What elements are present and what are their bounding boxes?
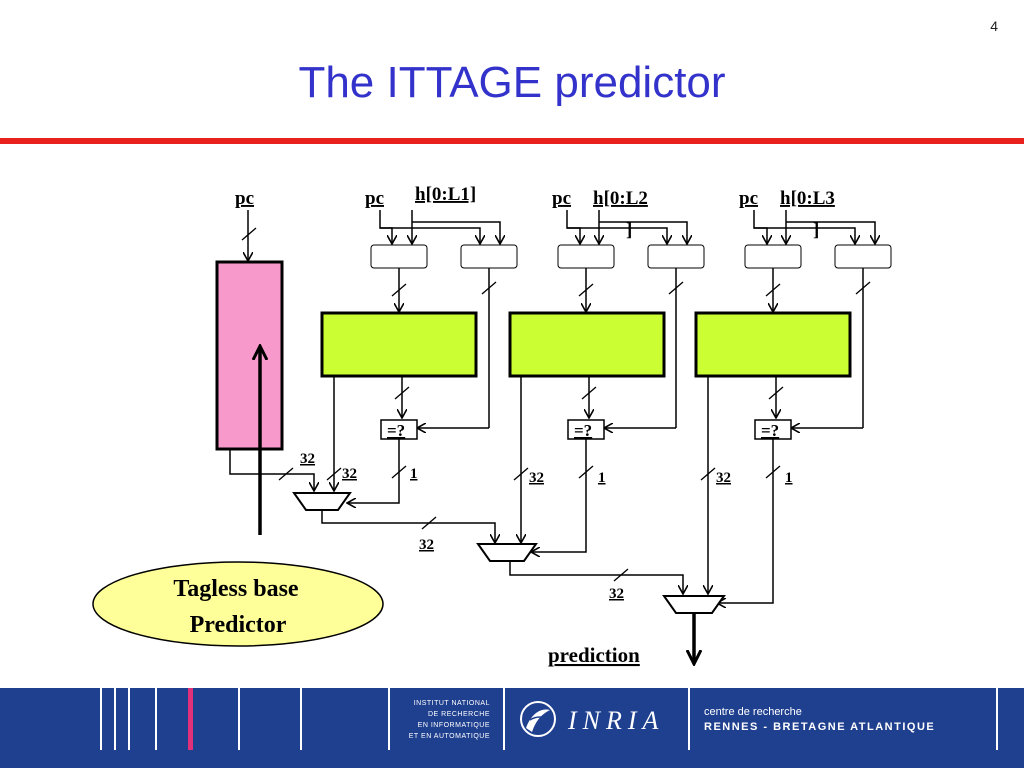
t3-history-label: h[0:L3 — [780, 188, 835, 209]
slide-title: The ITTAGE predictor — [298, 58, 726, 107]
t2-pc-label: pc — [552, 188, 571, 209]
footer-divider — [688, 688, 690, 750]
width-label-mux1-out: 32 — [419, 537, 434, 553]
mux1-output-wire — [321, 510, 495, 542]
t2-hit-wire — [532, 439, 587, 552]
base-predictor-label-2: Predictor — [190, 612, 287, 638]
t1-index-hash — [370, 244, 428, 269]
inria-logo-text: INRIA — [568, 706, 665, 735]
t1-pc-wire-b — [380, 227, 480, 243]
t3-compare-label: =? — [761, 421, 779, 440]
t2-history-label-wrap: ] — [626, 220, 632, 241]
t1-pc-label: pc — [365, 188, 384, 209]
footer-divider — [155, 688, 157, 750]
width-label-t3-target: 32 — [716, 470, 731, 486]
footer-divider — [996, 688, 998, 750]
width-label-mux2-out: 32 — [609, 586, 624, 602]
t1-history-label: h[0:L1] — [415, 184, 476, 205]
t3-tagged-table — [694, 311, 852, 378]
bus-slash — [391, 465, 407, 479]
centre-label: centre de recherche — [704, 706, 802, 718]
mux-1 — [292, 492, 352, 511]
bus-slash — [578, 465, 594, 479]
page-number: 4 — [990, 18, 998, 34]
t2-compare-label: =? — [574, 421, 592, 440]
width-label-t2-hit: 1 — [598, 470, 606, 486]
footer-divider — [128, 688, 130, 750]
footer-accent-bar — [188, 688, 193, 750]
institute-line: EN INFORMATIQUE — [417, 722, 490, 729]
bus-slash — [394, 386, 410, 400]
prediction-label: prediction — [548, 643, 640, 667]
bus-slash — [581, 386, 597, 400]
centre-name: RENNES - BRETAGNE ATLANTIQUE — [704, 721, 936, 733]
width-label-t1-hit: 1 — [410, 466, 418, 482]
t3-tag-hash — [834, 244, 892, 269]
mux-3 — [662, 595, 726, 614]
t1-tag-hash — [460, 244, 518, 269]
t3-index-hash — [744, 244, 802, 269]
institute-line: INSTITUT NATIONAL — [413, 700, 490, 707]
t1-hit-wire — [348, 439, 400, 503]
institute-name: INSTITUT NATIONAL DE RECHERCHE EN INFORM… — [398, 698, 490, 742]
t2-tag-hash — [647, 244, 705, 269]
base-predictor-table — [215, 260, 284, 451]
inria-logo-icon — [520, 701, 556, 737]
footer-divider — [300, 688, 302, 750]
width-label-t2-target: 32 — [529, 470, 544, 486]
t2-pc-wire-b — [567, 227, 667, 243]
bus-slash — [278, 467, 294, 481]
t2-history-label: h[0:L2 — [593, 188, 648, 209]
institute-line: DE RECHERCHE — [427, 711, 490, 718]
t3-hit-wire — [718, 439, 774, 603]
mux-2 — [476, 543, 538, 562]
footer-divider — [100, 688, 102, 750]
t2-tagged-table — [508, 311, 666, 378]
ittage-diagram: pc 32 pc h[0:L1] =? 32 1 pc h[0:L2 ] =? … — [92, 184, 892, 667]
bus-slash — [326, 467, 342, 481]
width-label-base: 32 — [300, 451, 315, 467]
t3-history-label-wrap: ] — [813, 220, 819, 241]
base-output-wire — [229, 449, 314, 490]
bus-slash — [613, 568, 629, 582]
t1-pc-wire-a — [379, 210, 392, 243]
footer-divider — [114, 688, 116, 750]
bus-slash — [700, 467, 716, 481]
footer-divider — [388, 688, 390, 750]
title-divider — [0, 138, 1024, 144]
base-predictor-callout — [92, 561, 384, 647]
footer-banner: INSTITUT NATIONAL DE RECHERCHE EN INFORM… — [0, 688, 1024, 768]
base-pc-label: pc — [235, 188, 254, 209]
t2-hist-wire-b — [599, 221, 687, 243]
footer-divider — [238, 688, 240, 750]
bus-slash — [768, 386, 784, 400]
bus-slash — [513, 467, 529, 481]
bus-slash — [421, 516, 437, 530]
width-label-t1-target: 32 — [342, 466, 357, 482]
t3-pc-wire-b — [754, 227, 855, 243]
institute-line: ET EN AUTOMATIQUE — [408, 733, 490, 740]
width-label-t3-hit: 1 — [785, 470, 793, 486]
bus-slash — [668, 281, 684, 295]
bus-slash — [241, 227, 257, 241]
base-predictor-label-1: Tagless base — [173, 576, 298, 602]
bus-slash — [481, 281, 497, 295]
bus-slash — [855, 281, 871, 295]
t3-pc-wire-a — [753, 210, 767, 243]
t2-pc-wire-a — [566, 210, 580, 243]
bus-slash — [765, 465, 781, 479]
bus-slash — [578, 283, 594, 297]
footer-divider — [503, 688, 505, 750]
t1-tagged-table — [320, 311, 478, 378]
t1-compare-label: =? — [387, 421, 405, 440]
t1-hist-wire-b — [412, 221, 500, 243]
bus-slash — [765, 283, 781, 297]
mux2-output-wire — [509, 561, 683, 593]
t3-pc-label: pc — [739, 188, 758, 209]
bus-slash — [391, 283, 407, 297]
t3-hist-wire-b — [786, 221, 875, 243]
t2-index-hash — [557, 244, 615, 269]
